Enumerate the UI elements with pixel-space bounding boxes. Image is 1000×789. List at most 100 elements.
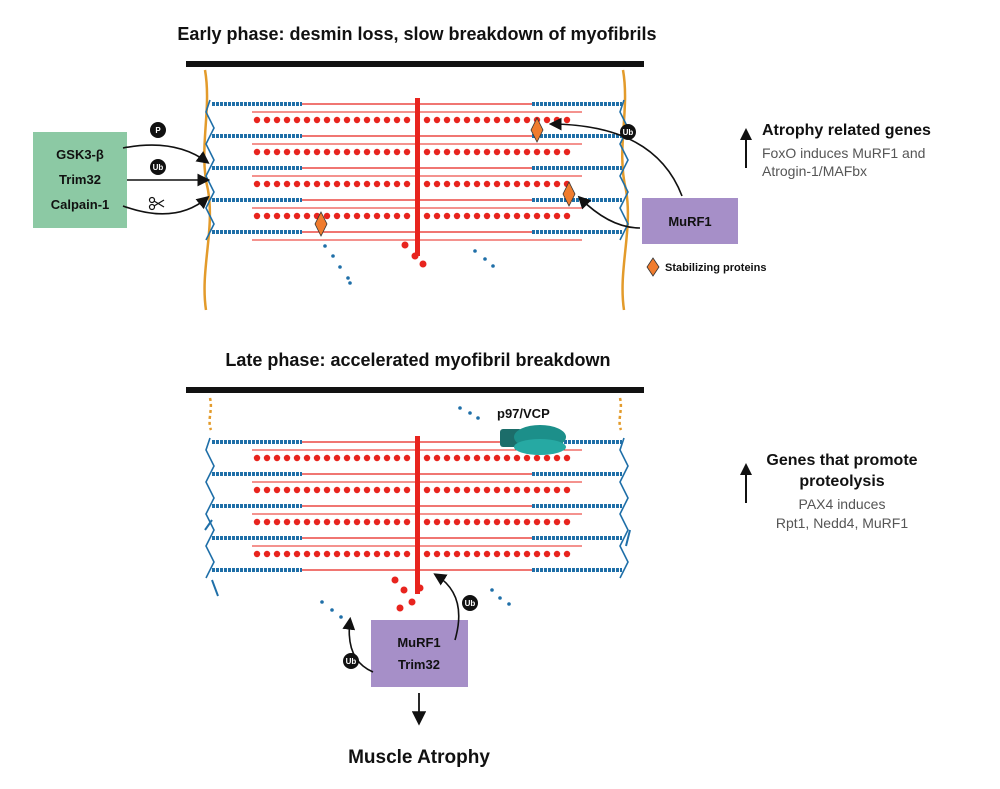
actin-bead [563,116,571,124]
actin-bead [273,148,281,156]
actin-bead [543,148,551,156]
actin-bead [383,454,391,462]
actin-bead [313,148,321,156]
actin-bead [283,148,291,156]
actin-bead [453,148,461,156]
actin-bead [443,550,451,558]
actin-bead [423,148,431,156]
actin-bead [483,116,491,124]
actin-bead [513,180,521,188]
actin-bead [453,550,461,558]
actin-bead [473,486,481,494]
released-myosin-fragment [491,264,495,268]
actin-bead [463,180,471,188]
up-arrow-icon-late [740,463,752,503]
legend-stabilizing-label: Stabilizing proteins [665,262,766,274]
actin-bead [293,454,301,462]
actin-bead [443,454,451,462]
actin-bead [353,212,361,220]
actin-bead [343,486,351,494]
actin-bead [523,454,531,462]
actin-bead [363,116,371,124]
actin-bead [463,212,471,220]
actin-bead [403,550,411,558]
released-actin-fragment [401,241,409,249]
actin-bead [373,486,381,494]
actin-bead [323,454,331,462]
atrophy-genes-line2: Atrogin-1/MAFbx [762,163,867,179]
early-z-disc-bar [186,61,644,67]
actin-bead [273,454,281,462]
actin-bead [503,116,511,124]
broken-z-segment [211,579,219,597]
desmin-fragment-right [618,397,623,431]
actin-bead [323,550,331,558]
actin-bead [463,148,471,156]
actin-bead [283,454,291,462]
actin-bead [453,454,461,462]
actin-bead [543,212,551,220]
actin-bead [393,454,401,462]
actin-bead [313,486,321,494]
actin-bead [383,180,391,188]
actin-bead [323,518,331,526]
actin-bead [403,518,411,526]
actin-bead [433,148,441,156]
actin-bead [343,148,351,156]
regulator-gsk3b: GSK3-β [56,147,104,162]
released-actin-fragment [419,260,427,268]
actin-bead [363,180,371,188]
atrophy-genes-title: Atrophy related genes [762,122,931,139]
actin-bead [483,180,491,188]
actin-bead [513,454,521,462]
muscle-atrophy-label: Muscle Atrophy [348,747,490,768]
actin-bead [433,180,441,188]
released-myosin-fragment [348,281,352,285]
actin-bead [403,116,411,124]
actin-bead [253,116,261,124]
actin-bead [553,148,561,156]
actin-bead [523,212,531,220]
actin-bead [273,486,281,494]
actin-bead [473,454,481,462]
actin-bead [303,454,311,462]
actin-bead [563,148,571,156]
actin-bead [503,486,511,494]
actin-bead [493,116,501,124]
actin-bead [343,550,351,558]
regulator-box [33,132,127,228]
actin-bead [343,116,351,124]
actin-bead [383,518,391,526]
released-actin-fragment [396,604,404,612]
phospho-badge-label: P [155,126,161,135]
actin-bead [363,486,371,494]
proteolysis-title-line2: proteolysis [799,473,884,490]
actin-bead [563,212,571,220]
actin-bead [313,550,321,558]
actin-bead [423,550,431,558]
released-actin-fragment [411,252,419,260]
actin-bead [343,518,351,526]
actin-bead [513,518,521,526]
actin-bead [533,550,541,558]
actin-bead [433,212,441,220]
proteolysis-title-line1: Genes that promote [766,452,917,469]
actin-bead [453,518,461,526]
late-arrow-right [433,573,460,641]
actin-bead [253,148,261,156]
actin-bead [443,518,451,526]
actin-bead [323,180,331,188]
ub-badge-late-right [462,595,478,611]
murf1-arrow-lower [577,195,641,229]
actin-bead [273,212,281,220]
actin-bead [483,454,491,462]
broken-z-segment [625,529,631,547]
actin-bead [293,550,301,558]
actin-bead [283,212,291,220]
released-myosin-fragment [339,615,343,619]
actin-bead [273,550,281,558]
actin-bead [293,148,301,156]
actin-bead [303,550,311,558]
actin-bead [423,180,431,188]
early-sarcomere [205,98,629,285]
